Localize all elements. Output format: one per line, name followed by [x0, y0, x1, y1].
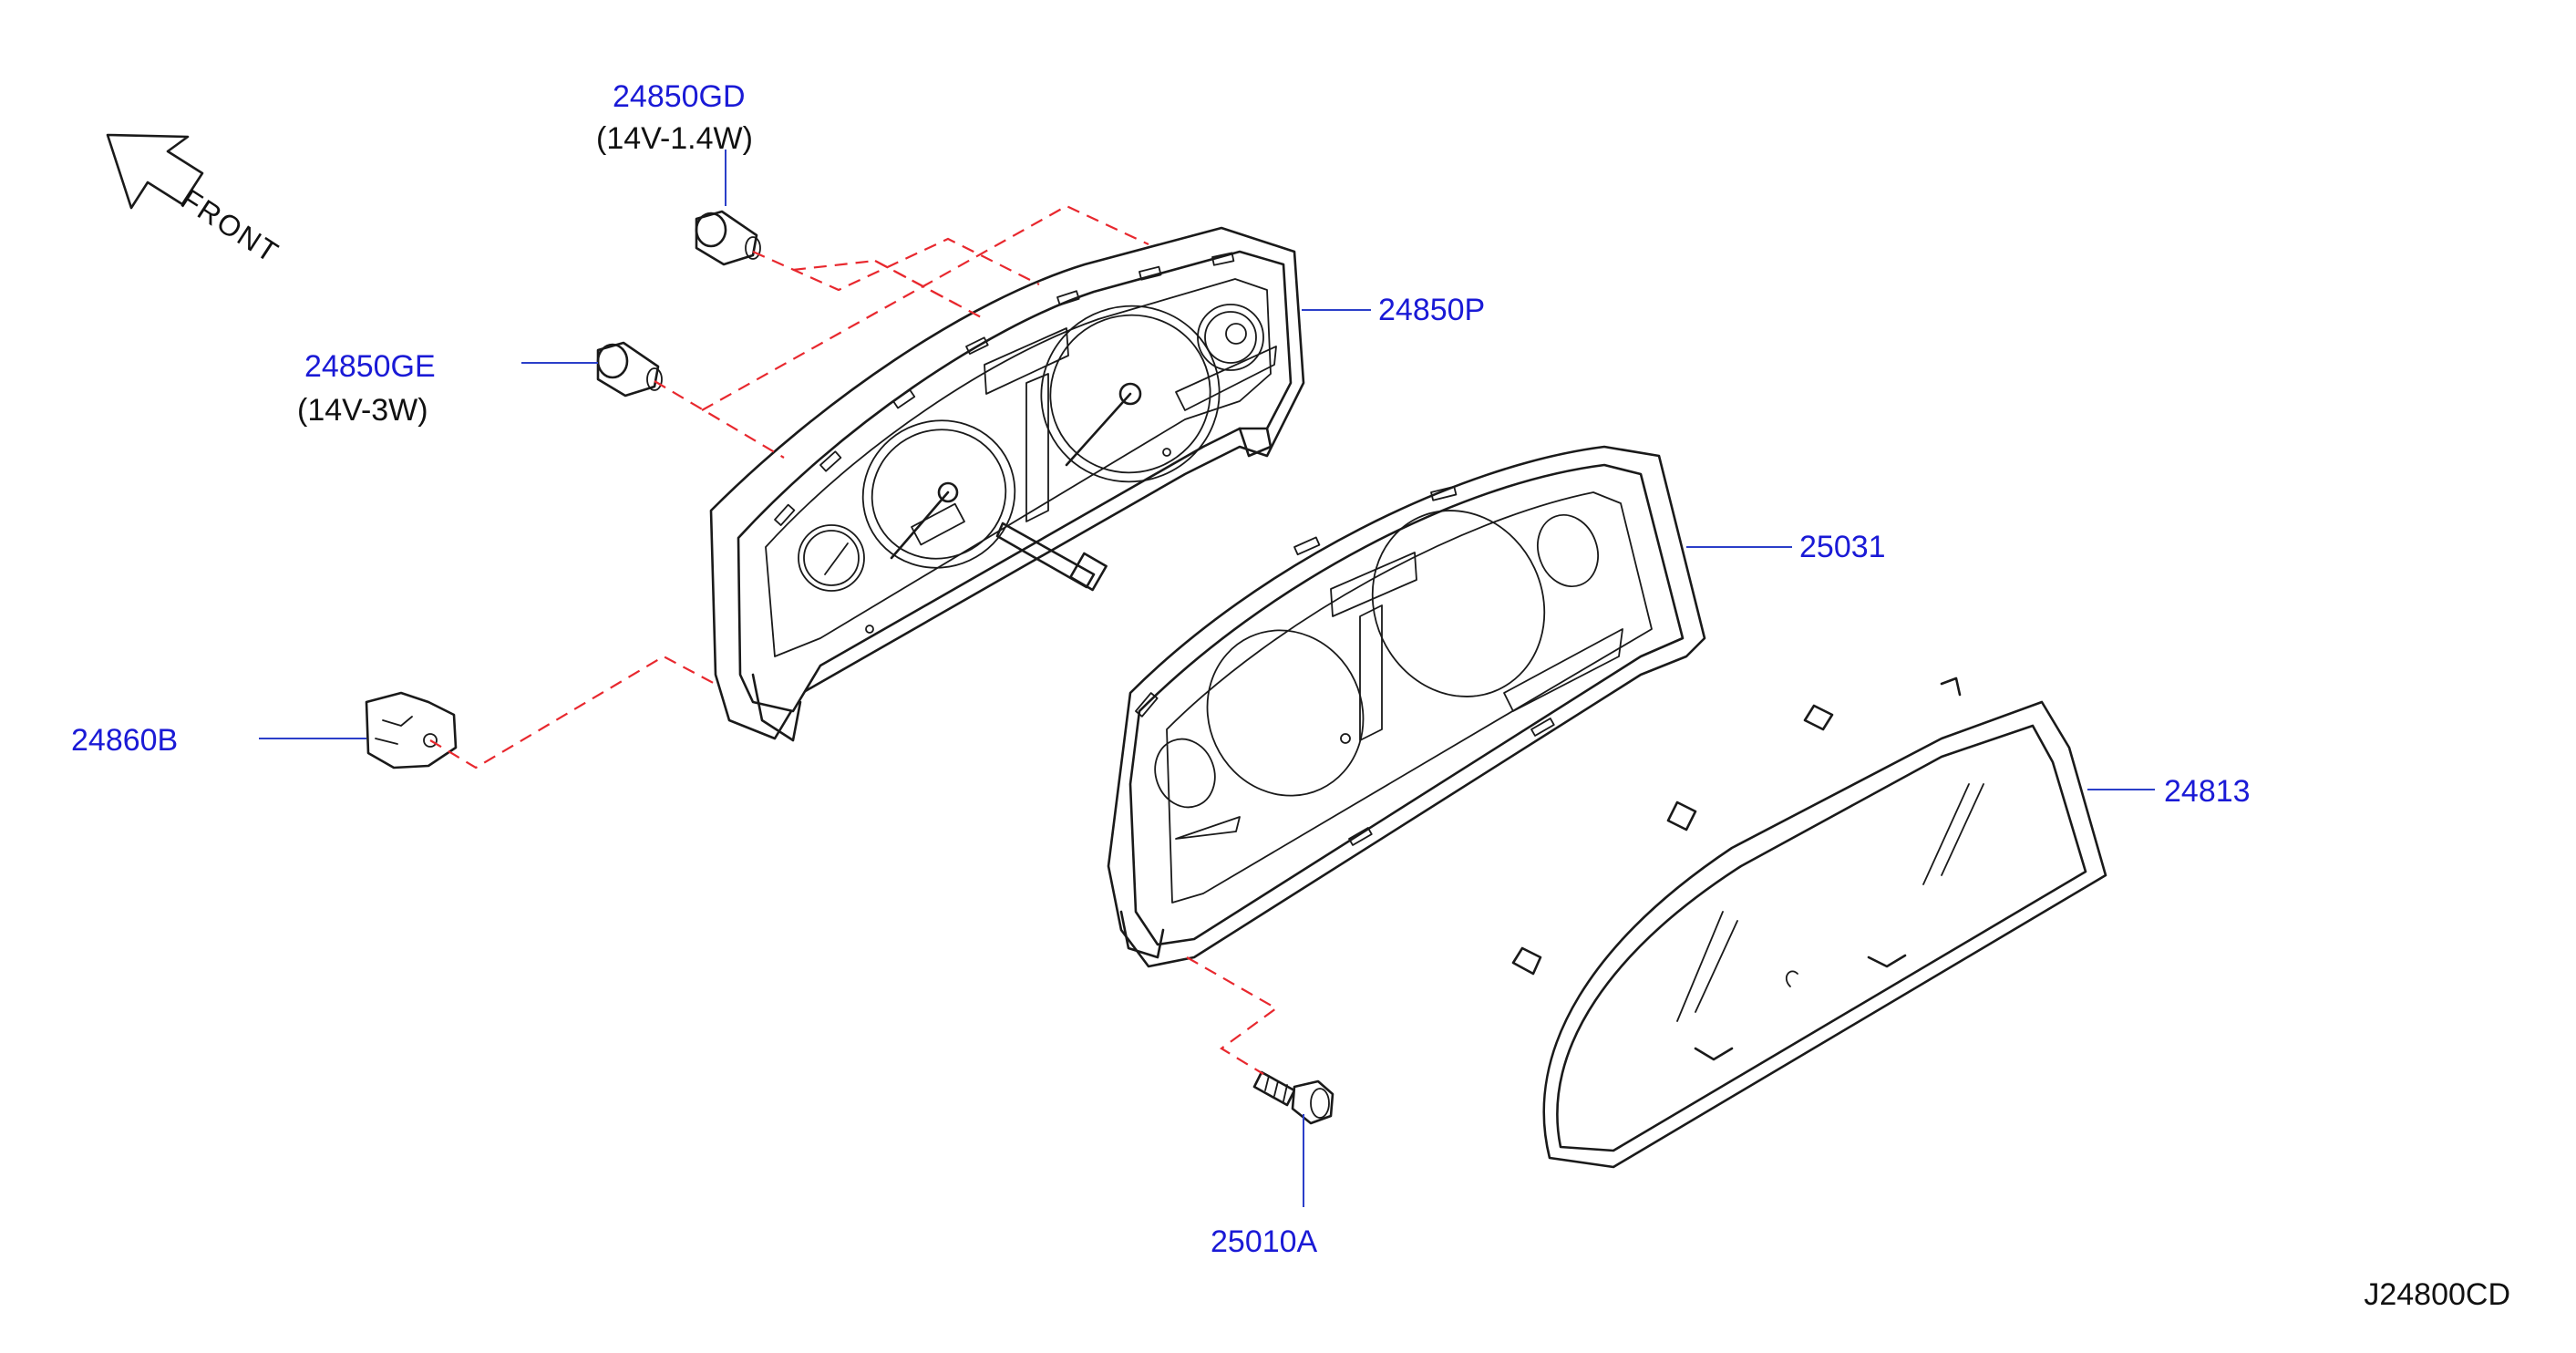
meter-housing-drawing — [1107, 445, 1706, 968]
part-number-24860b[interactable]: 24860B — [71, 723, 179, 758]
assembly-lines — [429, 204, 1279, 1075]
bulb-socket-drawing — [365, 691, 458, 769]
bulb-small-drawing — [695, 210, 761, 266]
leader-lines — [259, 150, 2155, 1207]
part-number-25010a[interactable]: 25010A — [1211, 1224, 1318, 1259]
front-arrow-icon — [106, 133, 204, 210]
printed-circuit-board-drawing — [709, 226, 1305, 742]
screw-drawing — [1252, 1070, 1334, 1125]
part-number-24850ge[interactable]: 24850GE — [304, 349, 436, 384]
part-number-24850p[interactable]: 24850P — [1378, 293, 1486, 327]
part-spec-24850gd: (14V-1.4W) — [596, 121, 753, 156]
bulb-large-drawing — [596, 341, 663, 398]
diagram-code: J24800CD — [2364, 1277, 2510, 1312]
meter-glass-drawing — [1511, 676, 2107, 1169]
part-number-25031[interactable]: 25031 — [1799, 530, 1886, 564]
part-spec-24850ge: (14V-3W) — [297, 393, 428, 428]
part-number-24813[interactable]: 24813 — [2164, 774, 2251, 809]
part-number-24850gd[interactable]: 24850GD — [613, 79, 746, 114]
